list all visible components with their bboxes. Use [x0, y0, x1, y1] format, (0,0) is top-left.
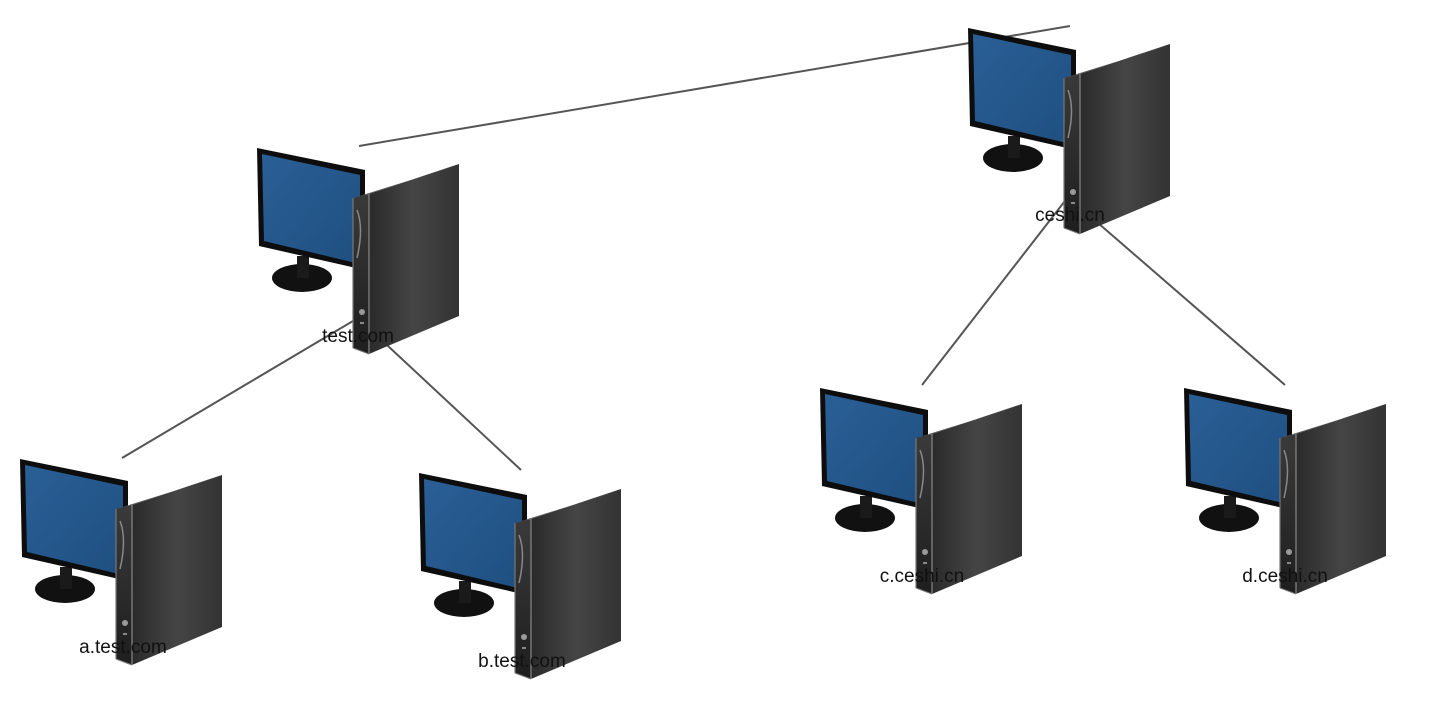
node-d-ceshi: d.ceshi.cn [1183, 387, 1387, 595]
node-label: ceshi.cn [1035, 205, 1105, 226]
desktop-computer-icon [256, 147, 460, 355]
link-test-a [121, 317, 359, 459]
desktop-computer-icon [967, 27, 1171, 235]
node-label: c.ceshi.cn [880, 566, 964, 587]
node-ceshi: ceshi.cn [967, 27, 1171, 235]
node-label: b.test.com [478, 651, 566, 672]
node-b-test: b.test.com [418, 472, 622, 680]
node-c-ceshi: c.ceshi.cn [819, 387, 1023, 595]
link-ceshi-c [921, 196, 1069, 386]
node-label: d.ceshi.cn [1242, 566, 1328, 587]
node-a-test: a.test.com [19, 458, 223, 666]
desktop-computer-icon [418, 472, 622, 680]
link-ceshi-d [1067, 196, 1286, 386]
node-label: a.test.com [79, 637, 167, 658]
link-ceshi-test [358, 25, 1071, 147]
desktop-computer-icon [19, 458, 223, 666]
node-test: test.com [256, 147, 460, 355]
desktop-computer-icon [819, 387, 1023, 595]
node-label: test.com [322, 326, 394, 347]
desktop-computer-icon [1183, 387, 1387, 595]
